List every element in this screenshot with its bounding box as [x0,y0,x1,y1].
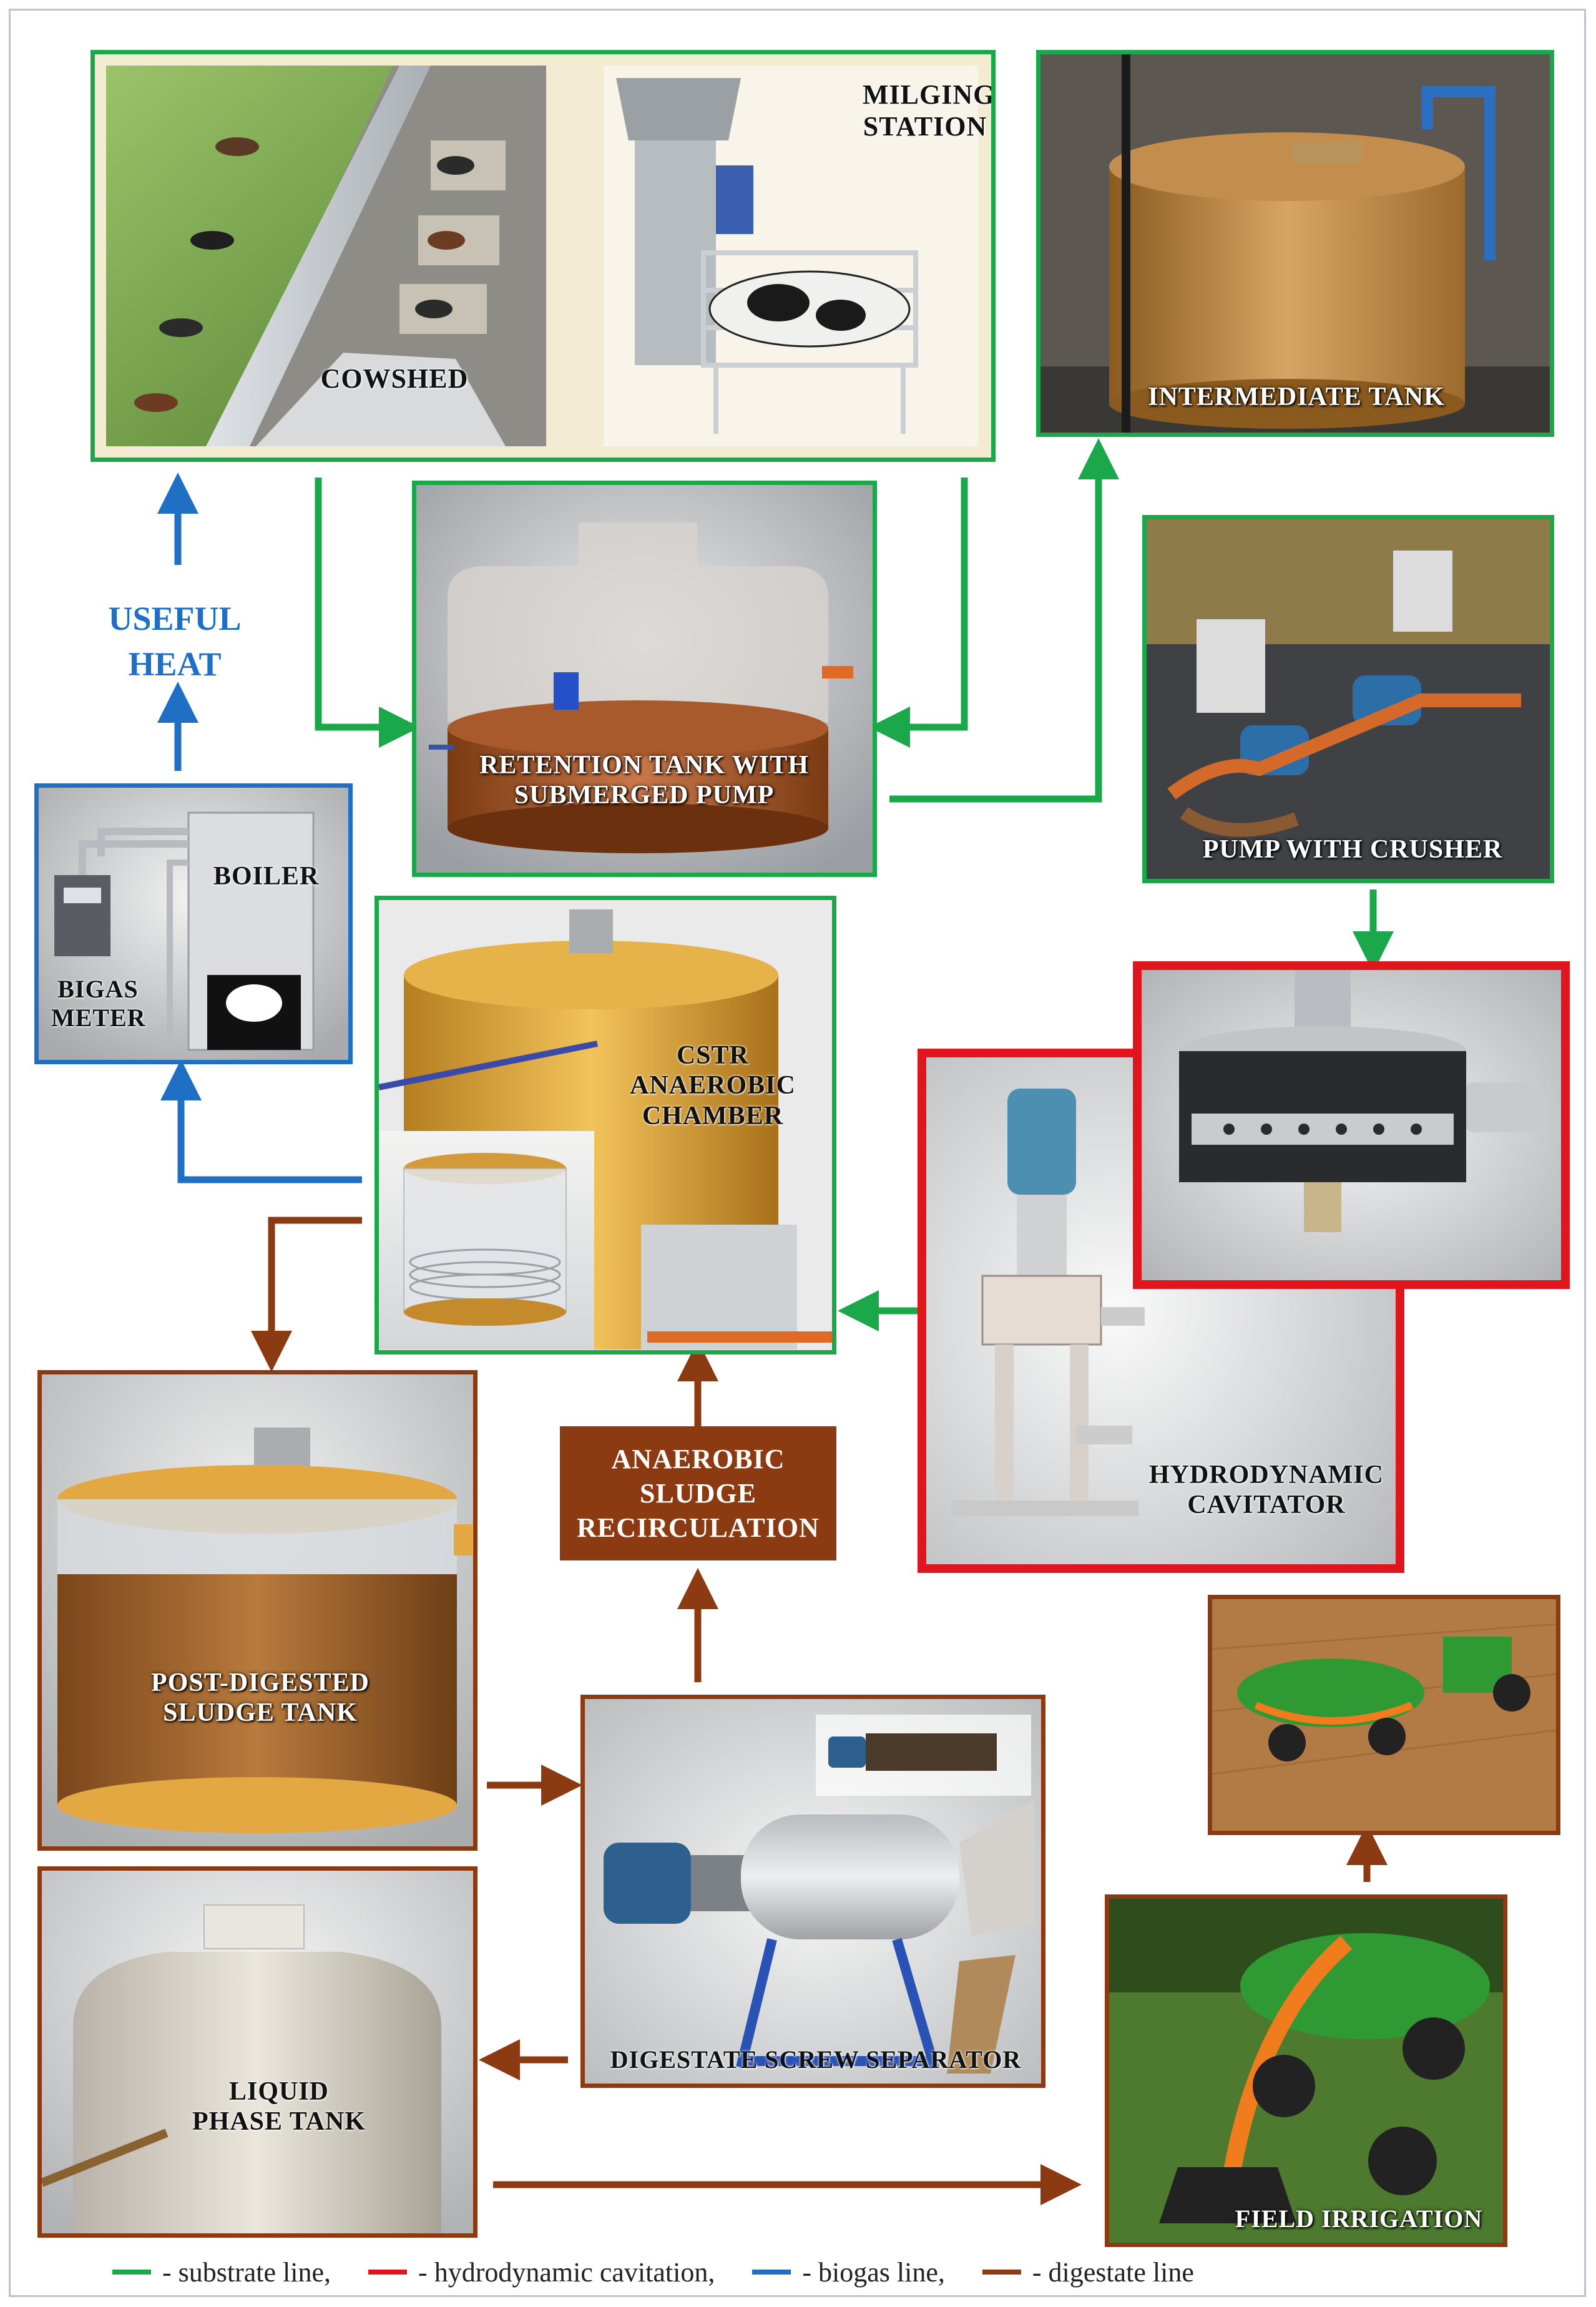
pump-crusher-label: PUMP WITH CRUSHER [1202,835,1503,864]
separator-label: DIGESTATE SCREW SEPARATOR [610,2045,1022,2074]
legend-label-cavitation: - hydrodynamic cavitation, [418,2256,715,2288]
separator-image [585,1699,1041,2084]
arrow-milking-to-retention [869,478,968,748]
bigas-meter-label: BIGAS METER [51,975,146,1032]
retention-tank-image [416,485,873,873]
legend-swatch-substrate [112,2270,151,2275]
boiler-image [39,788,348,1060]
field-irrigation-image [1109,1899,1503,2243]
legend-swatch-digestate [982,2270,1021,2275]
field-irrigation-panel: FIELD IRRIGATION [1105,1894,1507,2247]
legend-swatch-biogas [752,2270,791,2275]
cowshed-milking-panel: COWSHED MILGING STATION [91,50,996,462]
intermediate-tank-panel: INTERMEDIATE TANK [1036,50,1554,437]
arrow-retention-to-intermediate [889,438,1119,803]
boiler-label: BOILER [213,862,320,891]
field-irrigation-label: FIELD IRRIGATION [1235,2205,1483,2233]
arrow-cowshed-to-retention [315,478,420,748]
legend-item-digestate: - digestate line [982,2256,1194,2288]
intermediate-tank-image [1040,54,1550,433]
post-digested-label: POST-DIGESTED SLUDGE TANK [151,1668,370,1728]
liquid-phase-panel: LIQUID PHASE TANK [37,1866,477,2238]
cavitator-label: HYDRODYNAMIC CAVITATOR [1149,1461,1384,1520]
milking-station-label: MILGING STATION [863,79,996,142]
legend-item-substrate: - substrate line, [112,2256,331,2288]
cowshed-label: COWSHED [320,363,469,394]
post-digested-panel: POST-DIGESTED SLUDGE TANK [37,1370,477,1851]
figure-frame [9,9,1586,2297]
cavitator-detail-panel [1133,961,1570,1289]
cavitator-detail-image [1142,970,1561,1280]
boiler-panel: BOILER BIGAS METER [34,783,353,1064]
legend-label-digestate: - digestate line [1032,2256,1194,2288]
cowshed-image [106,66,546,446]
legend: - substrate line, - hydrodynamic cavitat… [112,2256,1231,2288]
useful-heat-label: USEFUL HEAT [108,600,242,683]
sludge-recirculation-box: ANAEROBIC SLUDGE RECIRCULATION [560,1426,836,1560]
intermediate-tank-label: INTERMEDIATE TANK [1148,383,1445,411]
legend-label-substrate: - substrate line, [162,2256,331,2288]
cstr-panel: CSTR ANAEROBIC CHAMBER [375,896,836,1354]
post-digested-image [42,1374,473,1846]
arrow-cstr-to-boiler [160,1059,362,1183]
legend-item-cavitation: - hydrodynamic cavitation, [368,2256,715,2288]
tractor-image [1212,1599,1556,1831]
legend-item-biogas: - biogas line, [752,2256,945,2288]
separator-panel: DIGESTATE SCREW SEPARATOR [580,1695,1045,2088]
tractor-panel [1208,1595,1560,1835]
cstr-image [379,900,832,1350]
legend-swatch-cavitation [368,2270,408,2275]
liquid-phase-label: LIQUID PHASE TANK [192,2077,366,2137]
cstr-label: CSTR ANAEROBIC CHAMBER [630,1041,796,1130]
pump-crusher-panel: PUMP WITH CRUSHER [1142,515,1554,883]
legend-label-biogas: - biogas line, [802,2256,945,2288]
retention-tank-label: RETENTION TANK WITH SUBMERGED PUMP [479,751,809,810]
milking-station-image [604,66,978,446]
liquid-phase-image [42,1871,473,2233]
arrow-cstr-to-postdigested [251,1217,362,1372]
retention-tank-panel: RETENTION TANK WITH SUBMERGED PUMP [412,481,877,877]
pump-crusher-image [1147,519,1550,879]
